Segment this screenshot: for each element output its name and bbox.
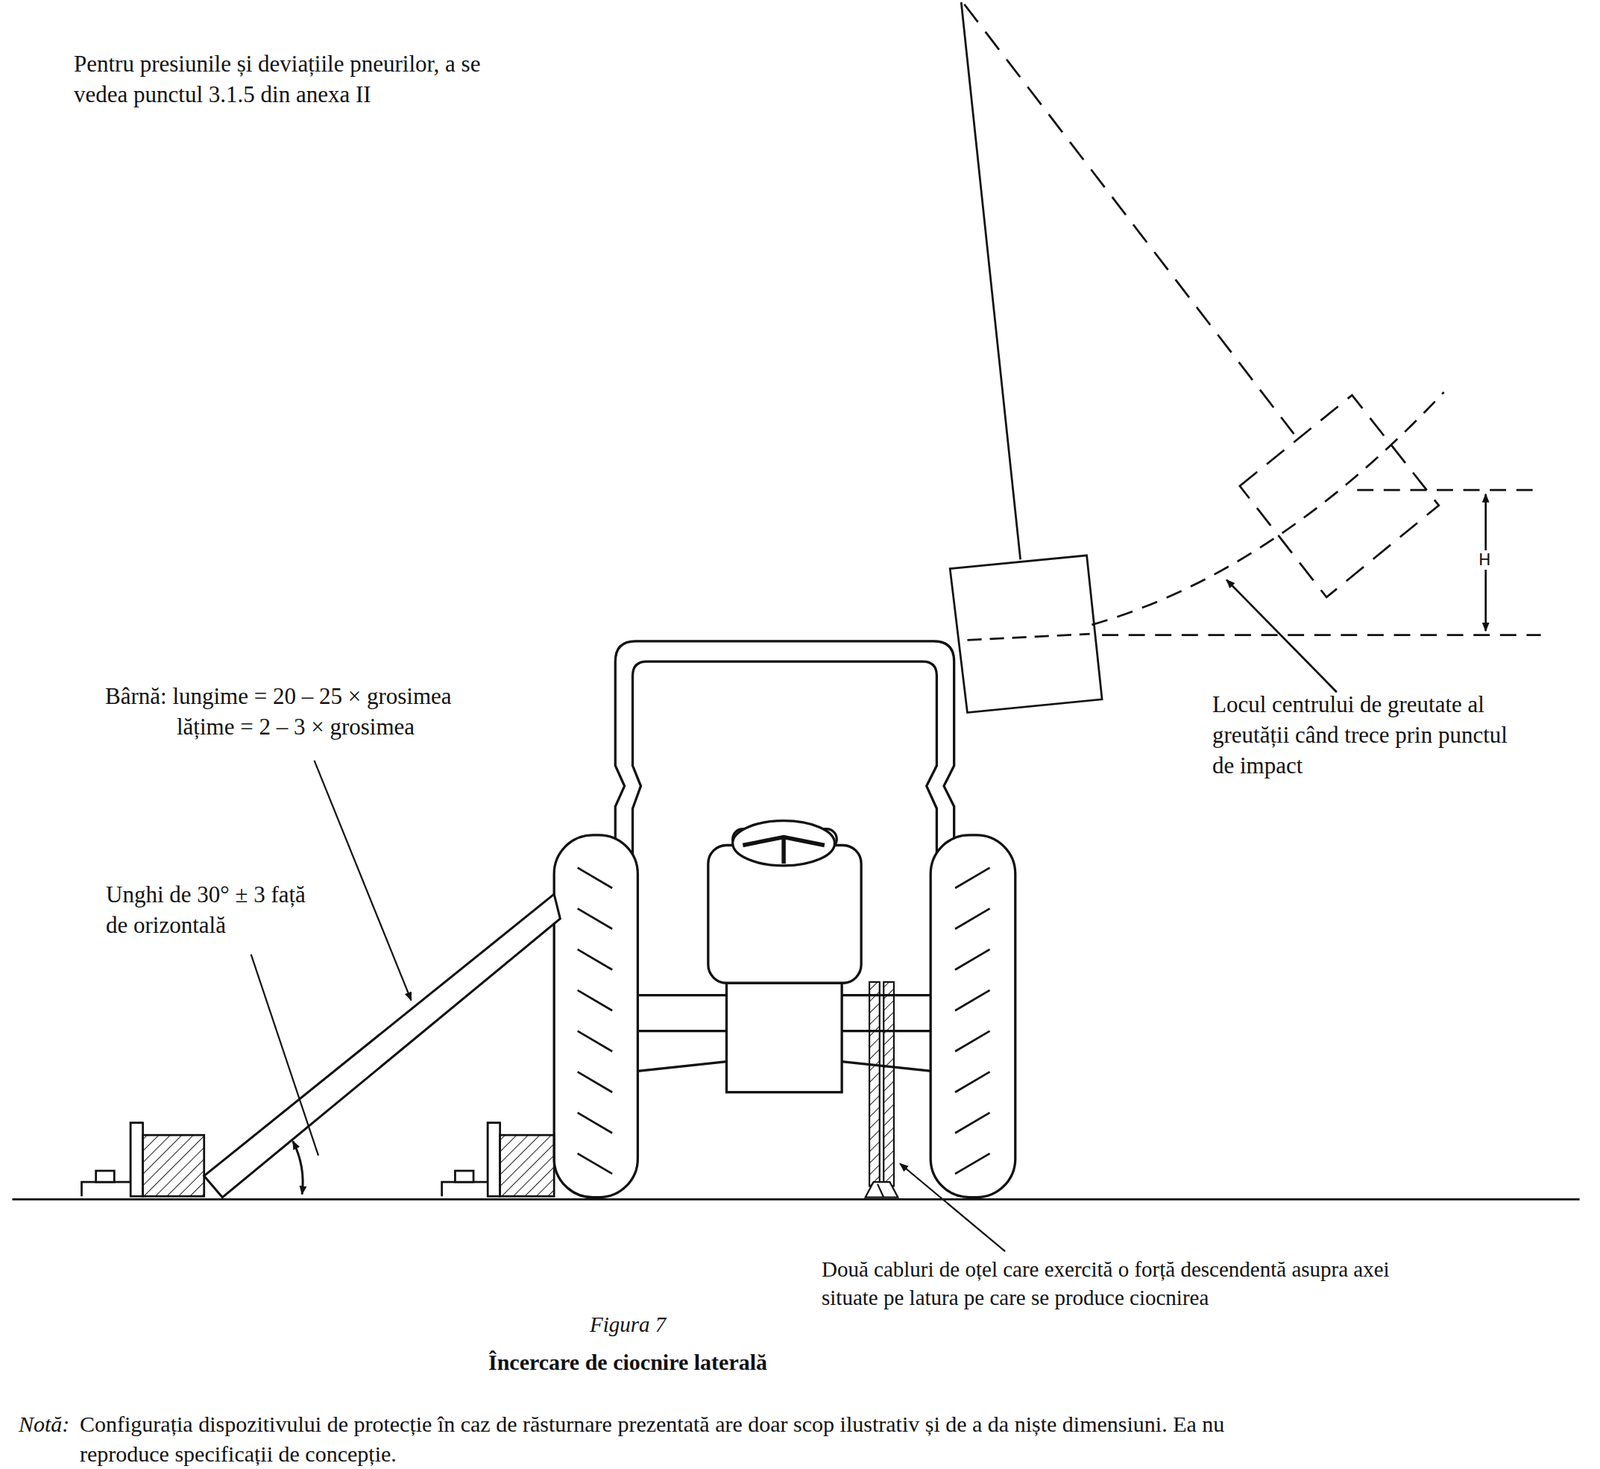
note-prefix: Notă:: [18, 1409, 70, 1439]
height-dimension: [1226, 494, 1486, 693]
drawing-line: [964, 4, 1294, 434]
drawing-rect: [930, 835, 1016, 1198]
beam-length: Bârnă: lungime = 20 – 25 × grosimea: [105, 681, 452, 713]
drawing-rect: [143, 1134, 205, 1196]
beam-width: lățime = 2 – 3 × grosimea: [176, 712, 415, 743]
drawing-path: [742, 837, 824, 865]
drawing-path: [1091, 392, 1444, 625]
ground: [11, 1198, 1580, 1201]
drawing-path: [293, 1140, 303, 1194]
drawing-rect: [553, 835, 638, 1198]
tractor: [553, 641, 1016, 1198]
drawing-rect: [96, 1170, 115, 1182]
weight-path: [1091, 392, 1541, 636]
beam: [204, 893, 561, 1197]
steel-cables: [865, 981, 899, 1198]
drawing-line: [1226, 580, 1337, 693]
drawing-line: [630, 1029, 727, 1032]
drawing-line: [967, 633, 1090, 640]
drawing-line: [899, 1163, 1006, 1252]
drawing-path: [81, 1122, 143, 1197]
trajectory-label: Locul centrului de greutate al greutății…: [1212, 689, 1509, 782]
height-symbol: H: [1476, 550, 1494, 570]
cable-label: Două cabluri de oțel care exercită o for…: [821, 1254, 1404, 1313]
drawing-polygon: [1239, 395, 1439, 598]
drawing-line: [877, 1183, 884, 1198]
pendulum: [949, 2, 1102, 713]
drawing-line: [1101, 633, 1542, 636]
tire-note: Pentru presiunile și deviațiile pneurilo…: [73, 49, 523, 111]
drawing-line: [314, 760, 412, 1001]
drawing-ellipse: [732, 820, 836, 866]
drawing-rect: [869, 981, 880, 1187]
wheel-chocks: [81, 1122, 554, 1197]
drawing-line: [961, 2, 1020, 560]
drawing-polygon: [949, 555, 1102, 713]
drawing-rect: [454, 1170, 474, 1182]
drawing-rect: [500, 1134, 555, 1196]
leader-lines: [251, 760, 1006, 1252]
figure-number: Figura 7: [589, 1309, 666, 1339]
drawing-line: [1356, 489, 1541, 492]
note-text: Configurația dispozitivului de protecție…: [79, 1409, 1305, 1469]
drawing-path: [577, 867, 613, 1175]
drawing-rect: [487, 1122, 500, 1197]
drawing-path: [865, 1181, 899, 1198]
angle-label: Unghi de 30° ± 3 față de orizontală: [105, 879, 311, 941]
drawing-path: [442, 1122, 501, 1197]
pendulum-raised-position: [964, 4, 1439, 598]
drawing-line: [11, 1198, 1580, 1201]
drawing-polygon: [204, 893, 561, 1197]
drawing-rect: [130, 1122, 143, 1197]
drawing-rect: [883, 981, 894, 1187]
drawing-path: [955, 867, 991, 1175]
figure-title: Încercare de ciocnire laterală: [488, 1347, 768, 1378]
drawing-line: [251, 954, 319, 1156]
